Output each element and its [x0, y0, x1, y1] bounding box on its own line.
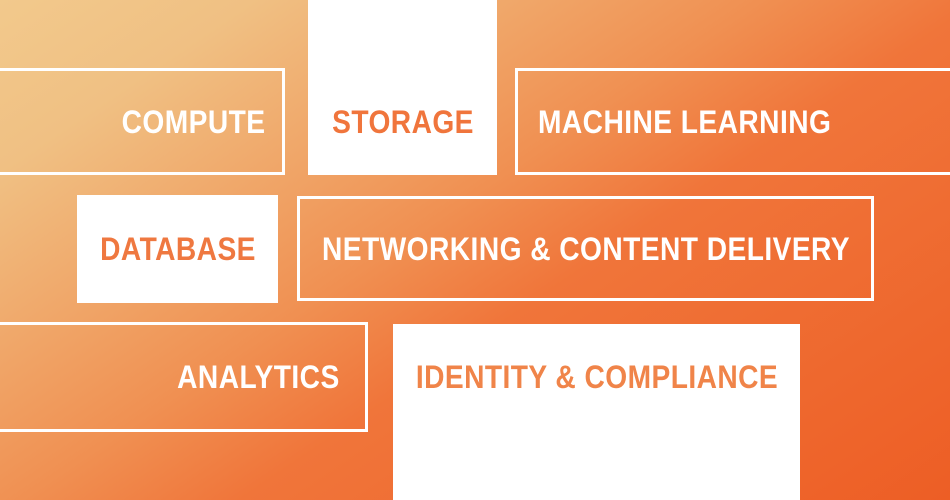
tile-database: DATABASE	[77, 195, 278, 303]
tile-analytics-label: ANALYTICS	[177, 359, 340, 395]
tile-storage-label: STORAGE	[331, 104, 474, 140]
tile-machine-learning: MACHINE LEARNING	[515, 68, 950, 175]
tile-identity: IDENTITY & COMPLIANCE	[393, 324, 800, 500]
tile-storage: STORAGE	[308, 0, 497, 175]
tile-analytics: ANALYTICS	[0, 322, 368, 432]
tile-networking: NETWORKING & CONTENT DELIVERY	[297, 196, 874, 301]
tile-database-label: DATABASE	[99, 231, 256, 267]
tile-networking-label: NETWORKING & CONTENT DELIVERY	[321, 230, 850, 267]
tile-identity-label: IDENTITY & COMPLIANCE	[415, 359, 778, 395]
tile-compute: COMPUTE	[0, 68, 285, 175]
tile-compute-label: COMPUTE	[121, 103, 265, 140]
tile-machine-learning-label: MACHINE LEARNING	[538, 103, 832, 140]
